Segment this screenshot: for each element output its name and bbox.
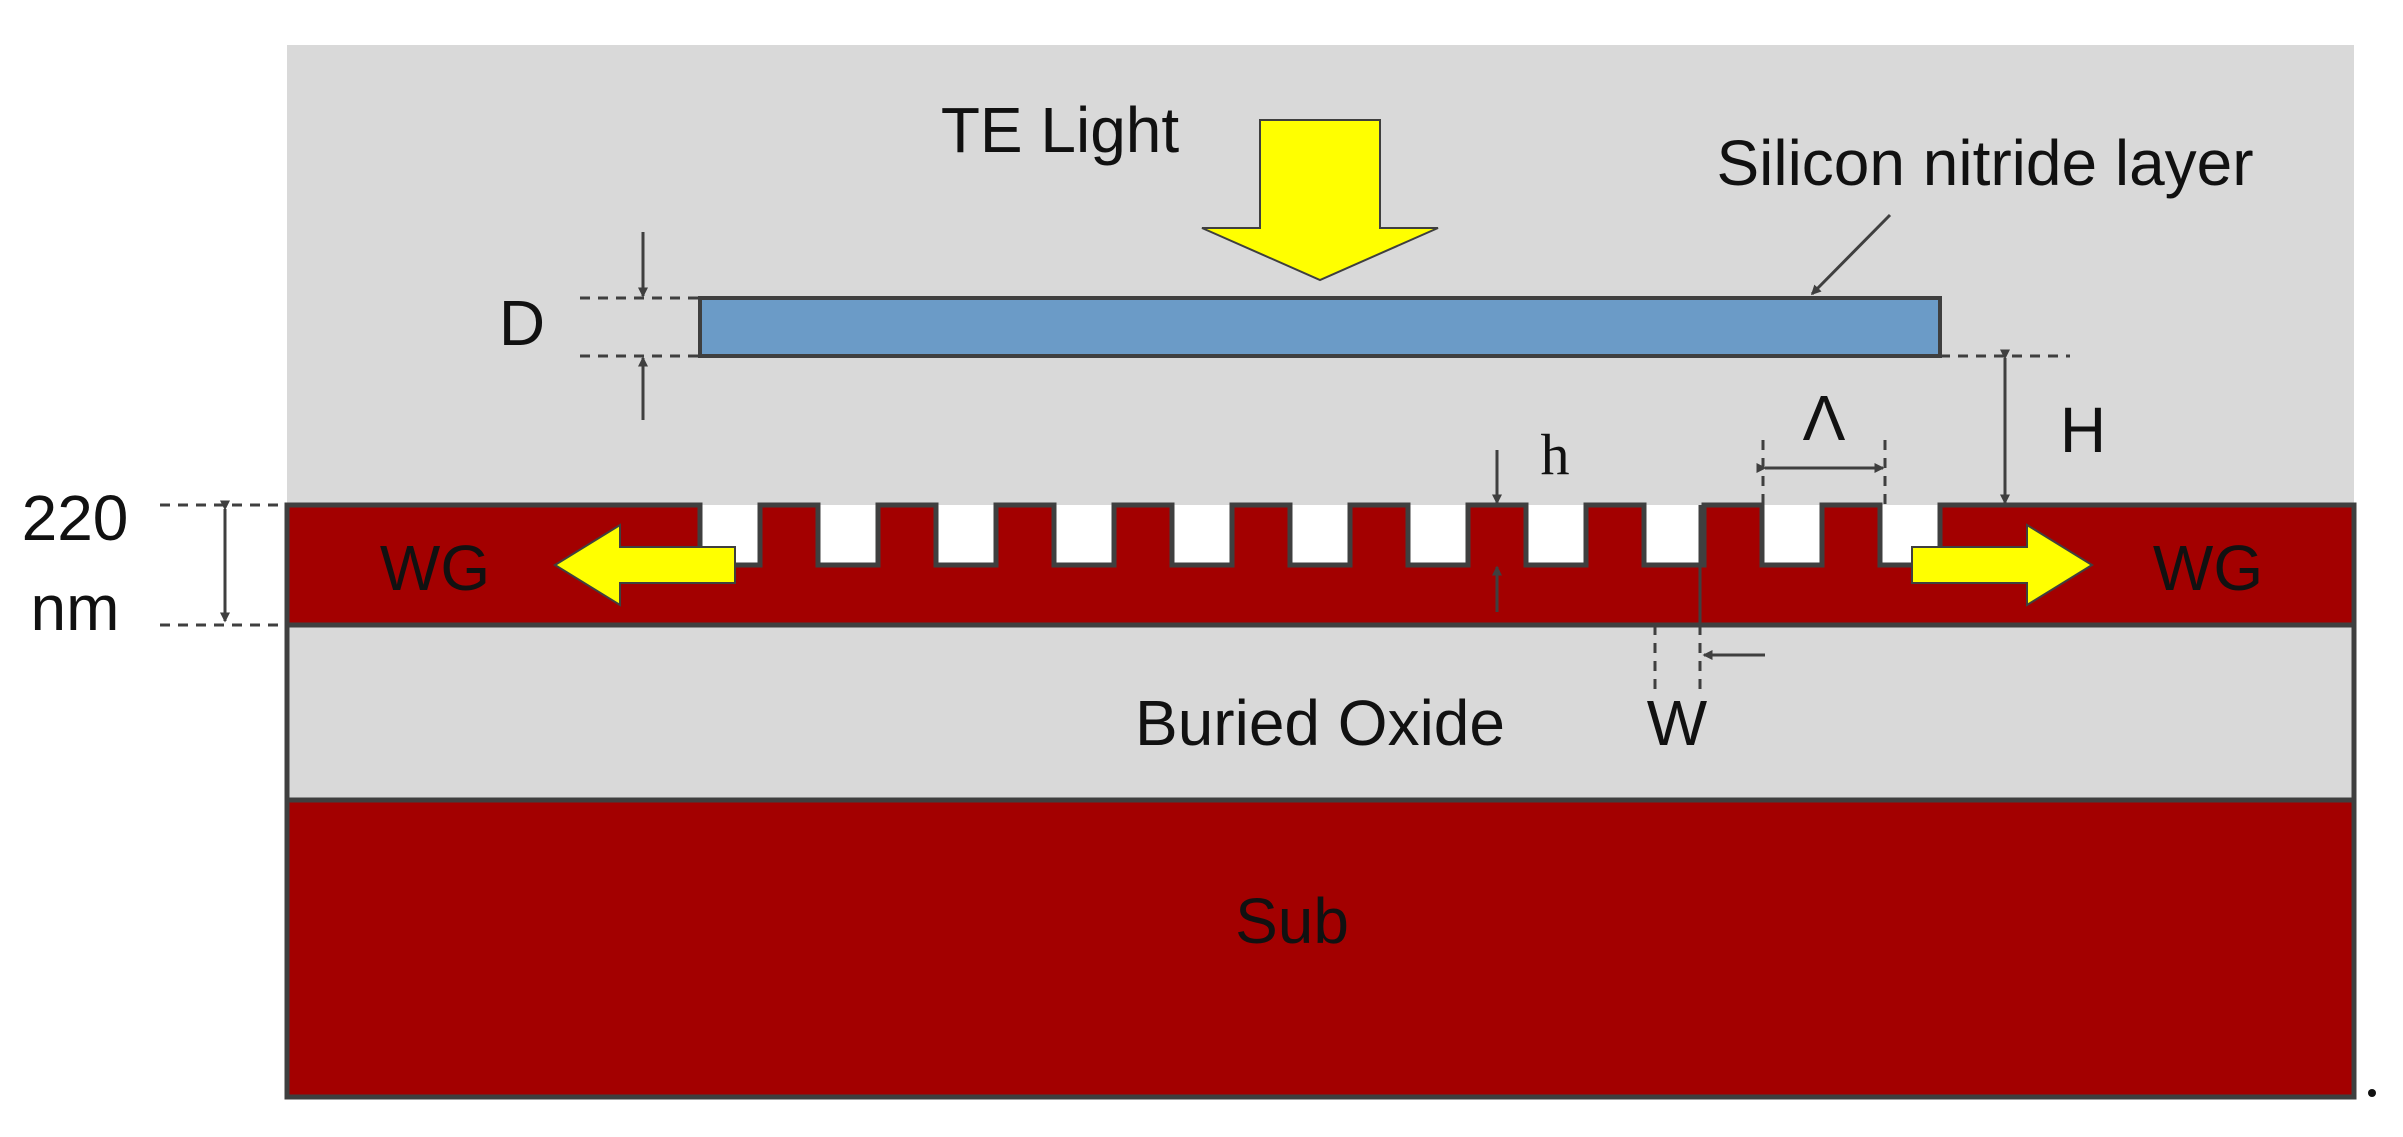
wg-left-arrow-icon bbox=[553, 523, 736, 607]
d-dimension bbox=[580, 232, 700, 420]
buried-oxide-layer bbox=[284, 622, 2357, 803]
silicon-nitride-slab bbox=[698, 296, 1942, 358]
thickness-dimension bbox=[160, 500, 287, 627]
thickness-unit-label: nm bbox=[31, 572, 120, 644]
silicon-nitride-label: Silicon nitride layer bbox=[1716, 127, 2253, 199]
waveguide-grating bbox=[284, 502, 2357, 628]
trailing-dot bbox=[2368, 1089, 2376, 1097]
substrate-layer bbox=[284, 797, 2357, 1100]
te-light-label: TE Light bbox=[941, 94, 1180, 166]
wg-right-arrow-icon bbox=[1911, 523, 2094, 607]
lambda-dimension bbox=[1756, 440, 1887, 505]
wg-left-label: WG bbox=[380, 532, 490, 604]
h-dimension bbox=[1940, 349, 2070, 505]
d-label: D bbox=[499, 287, 545, 359]
nitride-leader-arrow bbox=[1810, 213, 1892, 296]
thickness-value-label: 220 bbox=[22, 482, 129, 554]
w-dimension bbox=[1653, 625, 1765, 690]
buried-oxide-label: Buried Oxide bbox=[1135, 687, 1505, 759]
w-label: W bbox=[1647, 687, 1708, 759]
h-upper-label: H bbox=[2060, 394, 2106, 466]
wg-right-label: WG bbox=[2153, 532, 2263, 604]
lambda-label: Λ bbox=[1803, 382, 1846, 454]
etch-depth-label: h bbox=[1541, 422, 1570, 487]
te-light-arrow-icon bbox=[1201, 119, 1439, 282]
sub-label: Sub bbox=[1235, 885, 1349, 957]
